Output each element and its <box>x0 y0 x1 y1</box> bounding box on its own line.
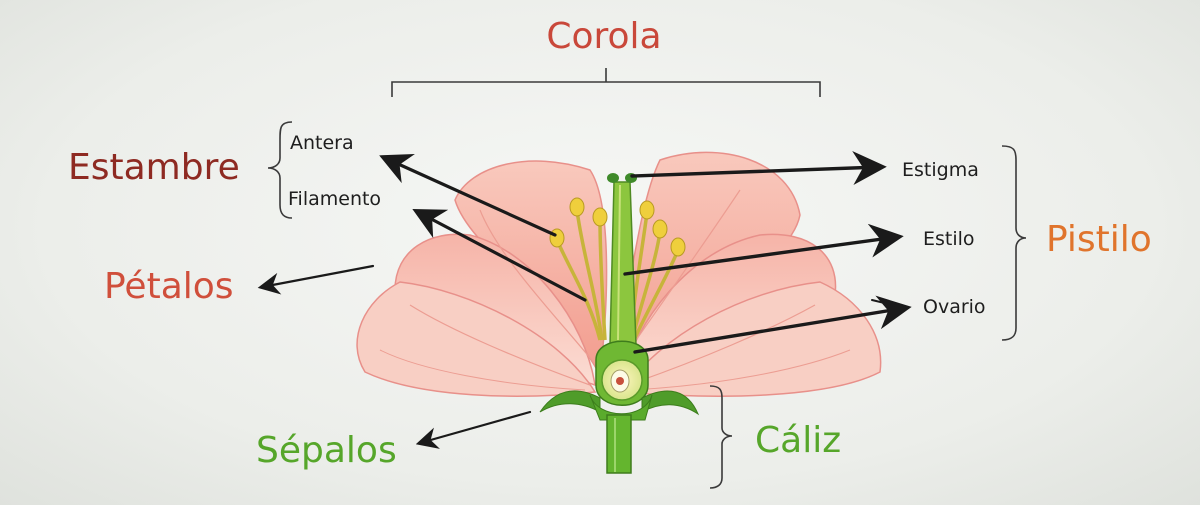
anther <box>549 228 565 248</box>
arrow-sepalos <box>415 410 532 449</box>
pistilo-bracket <box>1001 145 1027 341</box>
brackets <box>267 68 1027 489</box>
label-petalos: Pétalos <box>104 266 234 307</box>
label-estilo: Estilo <box>923 228 975 250</box>
pointer-arrows <box>257 150 912 449</box>
arrow-ovario <box>633 295 912 354</box>
caliz-bracket <box>709 385 733 489</box>
label-filamento: Filamento <box>288 188 381 210</box>
anther <box>652 219 668 239</box>
label-antera: Antera <box>290 132 354 154</box>
label-sepalos: Sépalos <box>256 430 397 471</box>
anther <box>592 207 608 227</box>
estambre-bracket <box>267 121 293 219</box>
arrow-filamento <box>412 209 587 302</box>
arrow-estilo <box>623 223 904 276</box>
anther <box>569 197 585 217</box>
anther <box>670 237 686 257</box>
sepal-left <box>539 390 601 413</box>
arrow-antera <box>379 153 557 237</box>
label-ovario: Ovario <box>923 296 986 318</box>
anther <box>639 200 655 220</box>
stigma <box>607 173 619 183</box>
calyx <box>539 390 700 474</box>
sepal-right <box>641 390 700 416</box>
labels: Corola Estambre Antera Filamento Pétalos… <box>68 16 1152 471</box>
corola-bracket <box>391 81 821 97</box>
stem <box>606 414 632 474</box>
petal-front-right <box>620 281 882 397</box>
label-pistilo: Pistilo <box>1046 219 1152 260</box>
label-estigma: Estigma <box>902 159 979 181</box>
pistil <box>595 173 649 406</box>
label-estambre: Estambre <box>68 147 240 188</box>
arrow-petalos <box>257 264 375 295</box>
label-caliz: Cáliz <box>755 420 841 461</box>
label-corola: Corola <box>546 16 661 57</box>
arrow-estigma <box>630 150 887 185</box>
